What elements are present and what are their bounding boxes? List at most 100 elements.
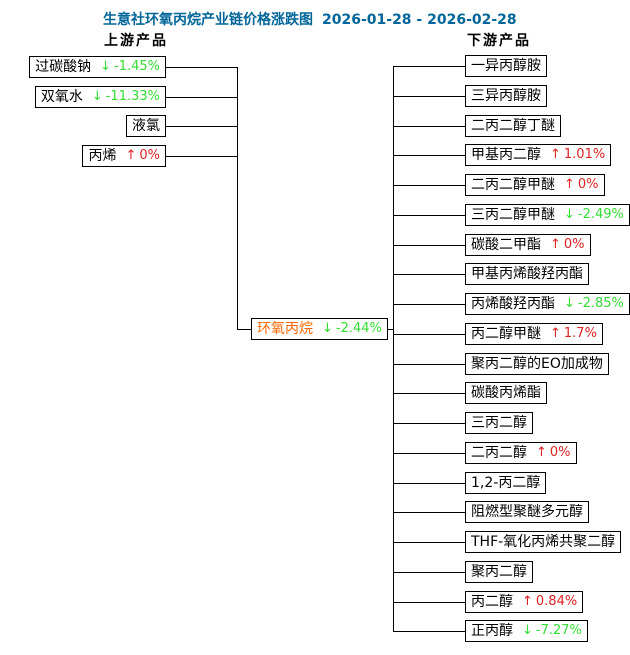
- downstream-node-15[interactable]: 阻燃型聚醚多元醇: [465, 501, 589, 523]
- up-arrow-icon: ↑: [522, 594, 533, 609]
- down-arrow-icon: ↓: [564, 207, 575, 222]
- downstream-node-9[interactable]: 丙二醇甲醚 ↑1.7%: [465, 323, 603, 345]
- product-name: 过碳酸钠: [35, 59, 92, 75]
- down-arrow-icon: ↓: [522, 623, 533, 638]
- downstream-node-4[interactable]: 二丙二醇甲醚 ↑0%: [465, 174, 605, 196]
- product-name: 三丙二醇甲醚: [471, 207, 555, 223]
- downstream-node-14[interactable]: 1,2-丙二醇: [465, 472, 547, 494]
- connector-line: [393, 304, 466, 305]
- change-value: 0.84%: [535, 594, 578, 609]
- connector-line: [166, 156, 238, 157]
- product-name: 三异丙醇胺: [471, 88, 541, 104]
- connector-line: [393, 66, 394, 632]
- connector-line: [393, 453, 466, 454]
- downstream-node-19[interactable]: 正丙醇 ↓-7.27%: [465, 620, 588, 642]
- upstream-column-header: 上游产品: [104, 33, 168, 49]
- down-arrow-icon: ↓: [322, 321, 333, 336]
- up-arrow-icon: ↑: [536, 445, 547, 460]
- connector-line: [393, 334, 466, 335]
- product-name: 双氧水: [40, 89, 83, 105]
- product-name: 一异丙醇胺: [471, 58, 541, 74]
- downstream-node-0[interactable]: 一异丙醇胺: [465, 55, 547, 77]
- price-change: ↑1.01%: [550, 145, 605, 165]
- downstream-node-3[interactable]: 甲基丙二醇 ↑1.01%: [465, 144, 612, 166]
- downstream-node-12[interactable]: 三丙二醇: [465, 412, 533, 434]
- downstream-node-18[interactable]: 丙二醇 ↑0.84%: [465, 591, 584, 613]
- downstream-node-7[interactable]: 甲基丙烯酸羟丙酯: [465, 263, 589, 285]
- upstream-node-0[interactable]: 过碳酸钠 ↓-1.45%: [29, 56, 166, 78]
- downstream-node-2[interactable]: 二丙二醇丁醚: [465, 115, 561, 137]
- product-name: 聚丙二醇的EO加成物: [471, 356, 603, 372]
- connector-line: [393, 215, 466, 216]
- downstream-node-11[interactable]: 碳酸丙烯酯: [465, 382, 547, 404]
- price-change: ↑1.7%: [550, 324, 597, 344]
- up-arrow-icon: ↑: [125, 148, 137, 163]
- product-name: 丙烯: [88, 148, 117, 164]
- change-value: -1.45%: [114, 59, 160, 74]
- downstream-node-8[interactable]: 丙烯酸羟丙酯 ↓-2.85%: [465, 293, 630, 315]
- product-name: 丙二醇: [471, 594, 513, 610]
- price-change: ↓-2.44%: [322, 319, 382, 339]
- connector-line: [166, 97, 238, 98]
- product-name: 聚丙二醇: [471, 564, 527, 580]
- product-name: 液氯: [132, 118, 160, 134]
- change-value: 1.7%: [563, 326, 597, 341]
- upstream-node-1[interactable]: 双氧水 ↓-11.33%: [34, 86, 166, 108]
- price-change: ↓-2.85%: [564, 294, 624, 314]
- downstream-node-16[interactable]: THF-氧化丙烯共聚二醇: [465, 531, 622, 553]
- product-name: THF-氧化丙烯共聚二醇: [471, 534, 616, 550]
- product-name: 正丙醇: [471, 623, 513, 639]
- product-name: 丙烯酸羟丙酯: [471, 296, 555, 312]
- downstream-node-1[interactable]: 三异丙醇胺: [465, 85, 547, 107]
- downstream-node-13[interactable]: 二丙二醇 ↑0%: [465, 442, 577, 464]
- change-value: 0%: [577, 177, 599, 192]
- date-range: 2026-01-28 - 2026-02-28: [322, 12, 517, 28]
- price-change: ↓-2.49%: [564, 205, 624, 225]
- product-name: 二丙二醇甲醚: [471, 177, 555, 193]
- price-change: ↓-7.27%: [522, 621, 582, 641]
- connector-line: [393, 126, 466, 127]
- change-value: 1.01%: [563, 147, 606, 162]
- price-change: ↓-11.33%: [92, 87, 160, 107]
- price-change: ↑0%: [125, 146, 160, 166]
- down-arrow-icon: ↓: [100, 59, 111, 74]
- product-name: 二丙二醇: [471, 445, 527, 461]
- connector-line: [393, 512, 466, 513]
- connector-line: [393, 393, 466, 394]
- downstream-column-header: 下游产品: [467, 33, 531, 49]
- down-arrow-icon: ↓: [564, 296, 575, 311]
- connector-line: [393, 483, 466, 484]
- upstream-node-3[interactable]: 丙烯 ↑0%: [82, 145, 166, 167]
- change-value: -11.33%: [105, 89, 160, 104]
- connector-line: [393, 572, 466, 573]
- connector-line: [393, 423, 466, 424]
- product-name: 二丙二醇丁醚: [471, 118, 555, 134]
- connector-line: [393, 364, 466, 365]
- downstream-node-5[interactable]: 三丙二醇甲醚 ↓-2.49%: [465, 204, 630, 226]
- price-change: ↑0%: [536, 443, 571, 463]
- connector-line: [393, 602, 466, 603]
- change-value: 0%: [563, 237, 585, 252]
- up-arrow-icon: ↑: [564, 177, 575, 192]
- up-arrow-icon: ↑: [550, 237, 561, 252]
- downstream-node-10[interactable]: 聚丙二醇的EO加成物: [465, 353, 609, 375]
- product-name: 甲基丙二醇: [471, 147, 541, 163]
- price-change: ↑0.84%: [522, 592, 577, 612]
- change-value: -2.85%: [577, 296, 624, 311]
- product-name: 三丙二醇: [471, 415, 527, 431]
- connector-line: [393, 185, 466, 186]
- connector-line: [393, 274, 466, 275]
- connector-line: [393, 66, 466, 67]
- downstream-node-17[interactable]: 聚丙二醇: [465, 561, 533, 583]
- connector-line: [393, 542, 466, 543]
- change-value: -2.44%: [335, 321, 382, 336]
- upstream-node-2[interactable]: 液氯: [126, 115, 166, 137]
- price-change: ↑0%: [564, 175, 599, 195]
- product-name: 甲基丙烯酸羟丙酯: [471, 266, 583, 282]
- center-node[interactable]: 环氧丙烷↓-2.44%: [251, 318, 388, 340]
- downstream-node-6[interactable]: 碳酸二甲酯↑0%: [465, 234, 591, 256]
- connector-line: [166, 67, 238, 68]
- product-name: 丙二醇甲醚: [471, 326, 541, 342]
